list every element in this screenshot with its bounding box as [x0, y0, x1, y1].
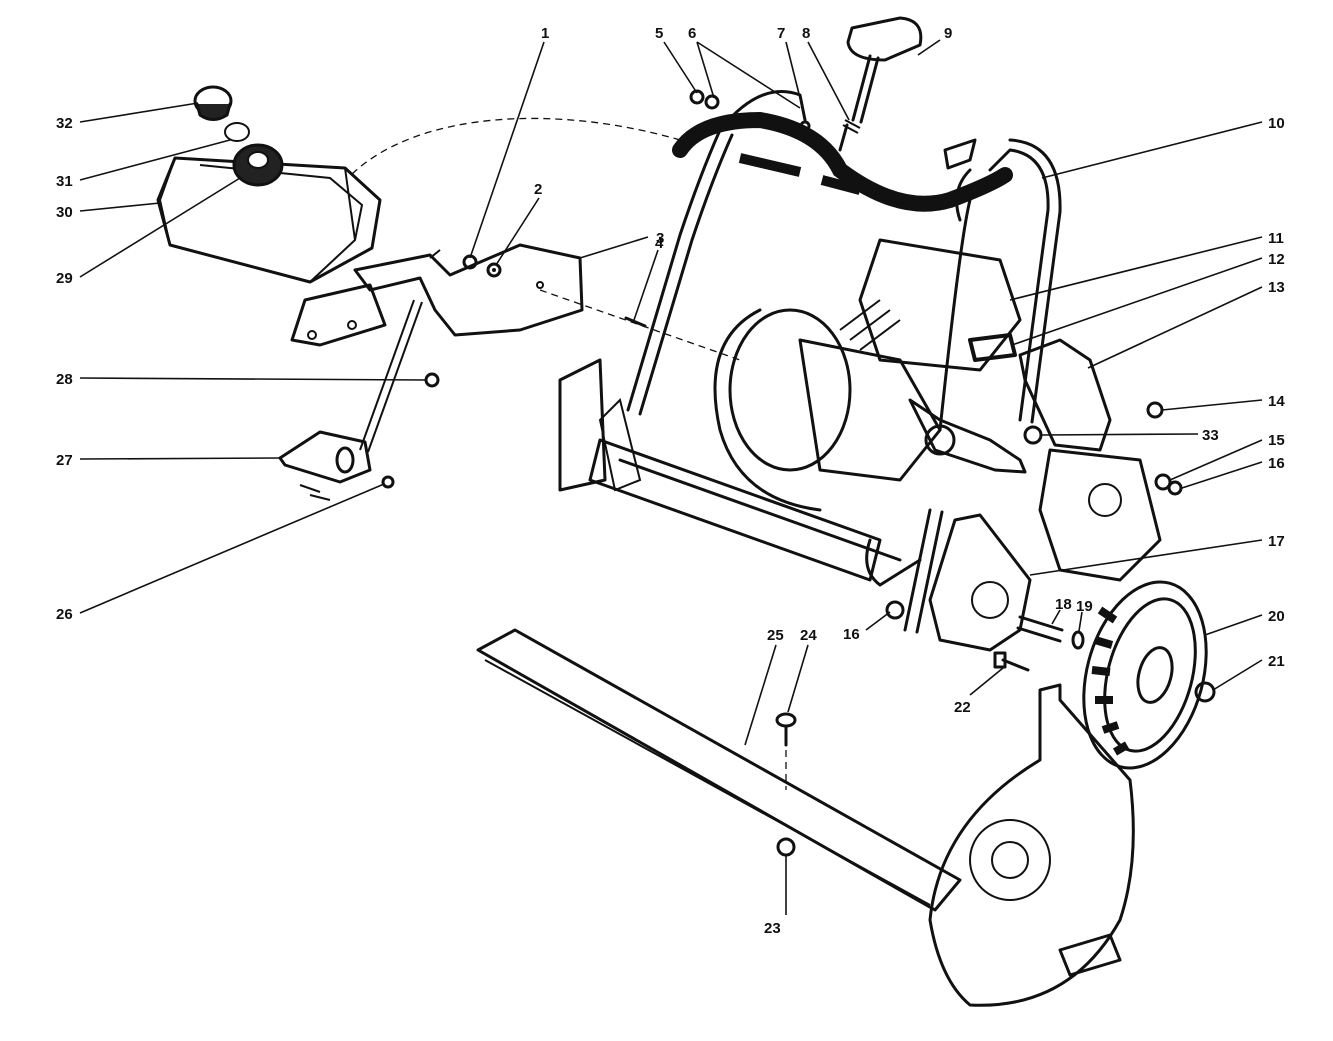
washer-2 — [486, 262, 502, 278]
callout-4: 4 — [655, 235, 664, 252]
callout-14: 14 — [1268, 393, 1285, 410]
callout-6: 6 — [688, 25, 696, 42]
tank-bracket — [290, 243, 584, 347]
nut-23 — [776, 837, 796, 857]
washer-33 — [1023, 425, 1043, 445]
callout-12: 12 — [1268, 251, 1285, 268]
callout-25: 25 — [767, 627, 784, 644]
side-plate-17 — [885, 508, 1032, 652]
carriage-bolt-24 — [775, 712, 797, 747]
fuel-cap-gasket — [232, 143, 284, 187]
scraper-bar-25 — [476, 628, 962, 912]
callout-20: 20 — [1268, 608, 1285, 625]
callout-17: 17 — [1268, 533, 1285, 550]
callout-7: 7 — [777, 25, 785, 42]
fuel-filter-screen — [224, 122, 250, 142]
callout-labels: 1 2 3 4 5 6 7 8 9 10 11 12 13 14 15 16 1… — [56, 25, 1285, 937]
callout-23: 23 — [764, 920, 781, 937]
auger-impeller — [928, 683, 1135, 1007]
spring-8 — [842, 119, 861, 134]
callout-3: 3 — [656, 230, 664, 247]
screw-26 — [381, 475, 395, 489]
callout-32: 32 — [56, 115, 73, 132]
leader-lines — [79, 39, 1263, 915]
callout-9: 9 — [944, 25, 952, 42]
callout-19: 19 — [1076, 598, 1093, 615]
engine — [713, 138, 1027, 512]
callout-8: 8 — [802, 25, 810, 42]
fuel-cap — [193, 85, 233, 121]
callout-1: 1 — [541, 25, 549, 42]
nut-15 — [1154, 473, 1172, 491]
callout-24: 24 — [800, 627, 817, 644]
callout-30: 30 — [56, 204, 73, 221]
callout-15: 15 — [1268, 432, 1285, 449]
nut-6 — [704, 94, 720, 110]
nut-5 — [689, 89, 705, 105]
callout-10: 10 — [1268, 115, 1285, 132]
callout-27: 27 — [56, 452, 73, 469]
nut-14 — [1146, 401, 1164, 419]
callout-22: 22 — [954, 699, 971, 716]
gasket-12 — [968, 333, 1017, 362]
hub-cap-21 — [1194, 681, 1216, 703]
callout-5: 5 — [655, 25, 663, 42]
stud-4 — [624, 316, 647, 328]
washer-19 — [1071, 630, 1085, 650]
shift-handle-9 — [838, 16, 923, 152]
belt-cover-13 — [1018, 338, 1162, 582]
washer-7 — [799, 120, 811, 132]
callout-13: 13 — [1268, 279, 1285, 296]
callout-26: 26 — [56, 606, 73, 623]
callout-16b: 16 — [843, 626, 860, 643]
nut-16 — [1167, 480, 1183, 496]
callout-29: 29 — [56, 270, 73, 287]
callout-16a: 16 — [1268, 455, 1285, 472]
callout-11: 11 — [1268, 230, 1284, 247]
callout-2: 2 — [534, 181, 542, 198]
chute-control-rod — [359, 299, 423, 453]
callout-33: 33 — [1202, 427, 1219, 444]
auger-housing — [558, 358, 922, 587]
handle — [598, 90, 1062, 492]
bolt-22 — [993, 651, 1030, 672]
callout-18: 18 — [1055, 596, 1072, 613]
bolt-28 — [424, 372, 440, 388]
callout-28: 28 — [56, 371, 73, 388]
fuel-line — [351, 117, 681, 175]
callout-21: 21 — [1268, 653, 1285, 670]
chute-bracket-27 — [278, 430, 372, 501]
axle-18 — [1016, 615, 1064, 643]
wheel-20 — [1082, 580, 1208, 770]
callout-31: 31 — [56, 173, 73, 190]
